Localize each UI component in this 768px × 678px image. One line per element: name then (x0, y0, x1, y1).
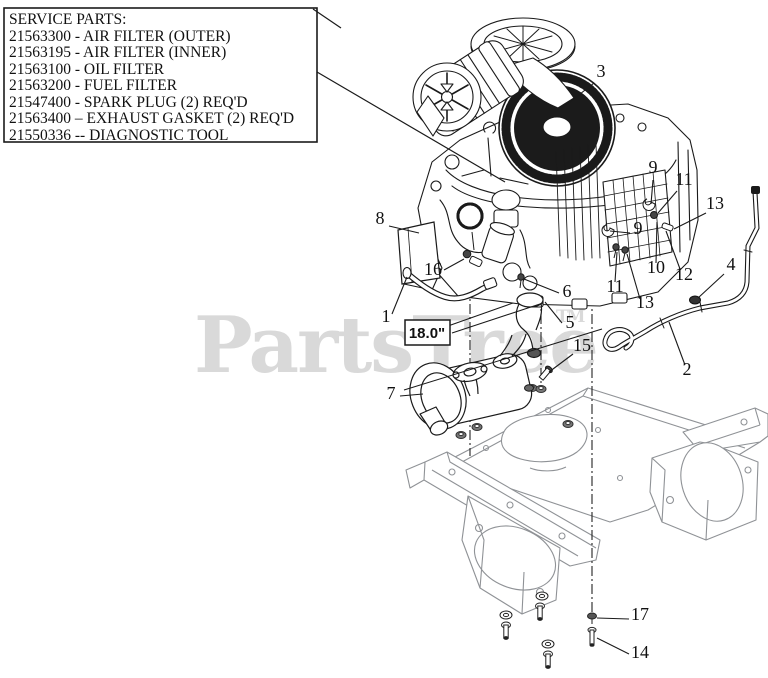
callout-number: 2 (683, 359, 692, 379)
callout-number: 14 (631, 642, 649, 662)
callout-number: 7 (387, 383, 396, 403)
service-part-line: 21563400 – EXHAUST GASKET (2) REQ'D (9, 110, 294, 127)
service-box-leader-line (316, 71, 506, 183)
fuel-line-clamp (689, 295, 701, 305)
watermark: PartsTree TM (194, 300, 599, 391)
callout-number: 4 (727, 254, 736, 274)
callout-number: 16 (424, 259, 442, 279)
callout-number: 15 (573, 335, 591, 355)
service-parts-title: SERVICE PARTS: (9, 11, 126, 28)
watermark-text: PartsTree (194, 300, 597, 391)
callout-number: 6 (563, 281, 572, 301)
callout-number: 8 (376, 208, 385, 228)
mounting-bolts (499, 591, 597, 669)
service-part-line: 21563300 - AIR FILTER (OUTER) (9, 28, 231, 45)
callout-number: 1 (382, 306, 391, 326)
callout-number: 12 (675, 264, 693, 284)
callout-number: 11 (675, 169, 692, 189)
service-parts-box: SERVICE PARTS: 21563300 - AIR FILTER (OU… (3, 7, 506, 183)
fuel-line-drawing (602, 186, 760, 352)
callout-number: 11 (606, 276, 623, 296)
service-part-line: 21563195 - AIR FILTER (INNER) (9, 44, 226, 61)
muffler-drawing (409, 333, 533, 436)
dimension-box: 18.0" (403, 302, 603, 391)
callout-leader-lines (388, 82, 725, 655)
callout-number: 13 (706, 193, 724, 213)
service-part-line: 21563100 - OIL FILTER (9, 61, 165, 78)
hose-drawing (402, 266, 498, 302)
callout-numbers: 3 9 11 13 8 9 10 12 4 16 11 13 6 1 5 15 … (376, 61, 736, 662)
service-part-line: 21563200 - FUEL FILTER (9, 77, 178, 94)
callout-number: 5 (566, 312, 575, 332)
frame-drawing (405, 387, 768, 615)
oil-drain-hose-drawing (515, 292, 544, 359)
hardware-clamps-screws (462, 198, 674, 392)
watermark-tm: TM (556, 307, 586, 327)
dimension-label: 18.0" (409, 325, 445, 342)
frame-nuts (455, 384, 574, 439)
callout-number: 10 (647, 257, 665, 277)
callout-number: 3 (597, 61, 606, 81)
callout-number: 9 (634, 218, 643, 238)
callout-number: 9 (649, 157, 658, 177)
service-part-line: 21550336 -- DIAGNOSTIC TOOL (9, 127, 228, 144)
callout-number: 17 (631, 604, 649, 624)
callout-number: 13 (636, 292, 654, 312)
service-part-line: 21547400 - SPARK PLUG (2) REQ'D (9, 94, 248, 111)
